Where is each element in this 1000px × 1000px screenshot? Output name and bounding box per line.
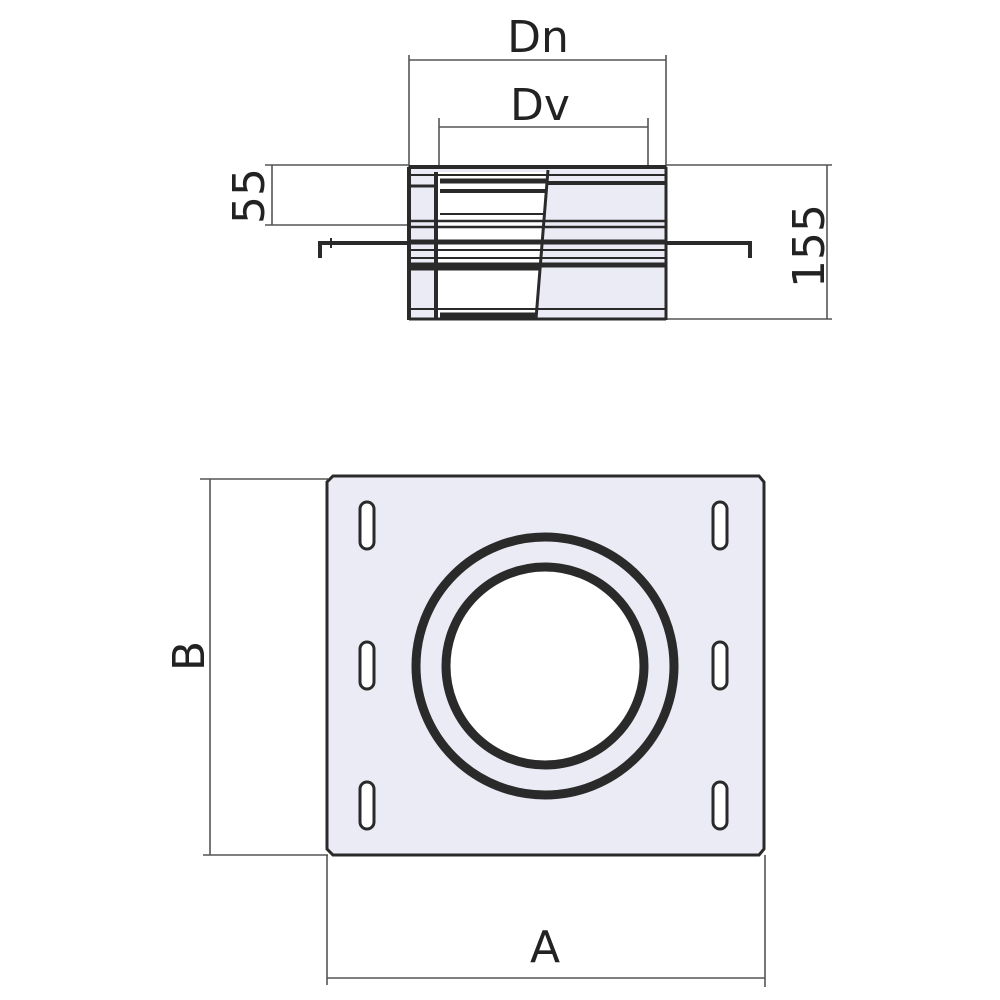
slot-icon — [711, 780, 729, 831]
slot-icon — [358, 500, 376, 551]
dv-label: Dv — [510, 80, 570, 131]
dn-dimension — [408, 55, 667, 168]
pipe-outline — [407, 165, 668, 321]
slot-icon — [711, 640, 729, 691]
side-view: Dn Dv 55 155 — [224, 12, 835, 321]
a-label: A — [530, 922, 560, 973]
slot-icon — [711, 500, 729, 551]
a-dimension — [326, 855, 766, 987]
collar-rings — [411, 532, 679, 800]
b-label: B — [164, 641, 215, 671]
b-dimension — [200, 478, 328, 856]
flange — [318, 238, 752, 258]
dv-dimension — [438, 118, 649, 168]
dn-label: Dn — [507, 12, 569, 63]
slot-icon — [358, 780, 376, 831]
slot-icon — [358, 640, 376, 691]
height-155-label: 155 — [784, 204, 835, 288]
height-55-label: 55 — [224, 168, 275, 224]
height-55-dimension — [265, 164, 409, 226]
inner-ring — [441, 562, 649, 770]
height-155-dimension — [666, 164, 832, 320]
plan-view: B A — [164, 474, 766, 987]
mounting-slots — [358, 500, 729, 831]
